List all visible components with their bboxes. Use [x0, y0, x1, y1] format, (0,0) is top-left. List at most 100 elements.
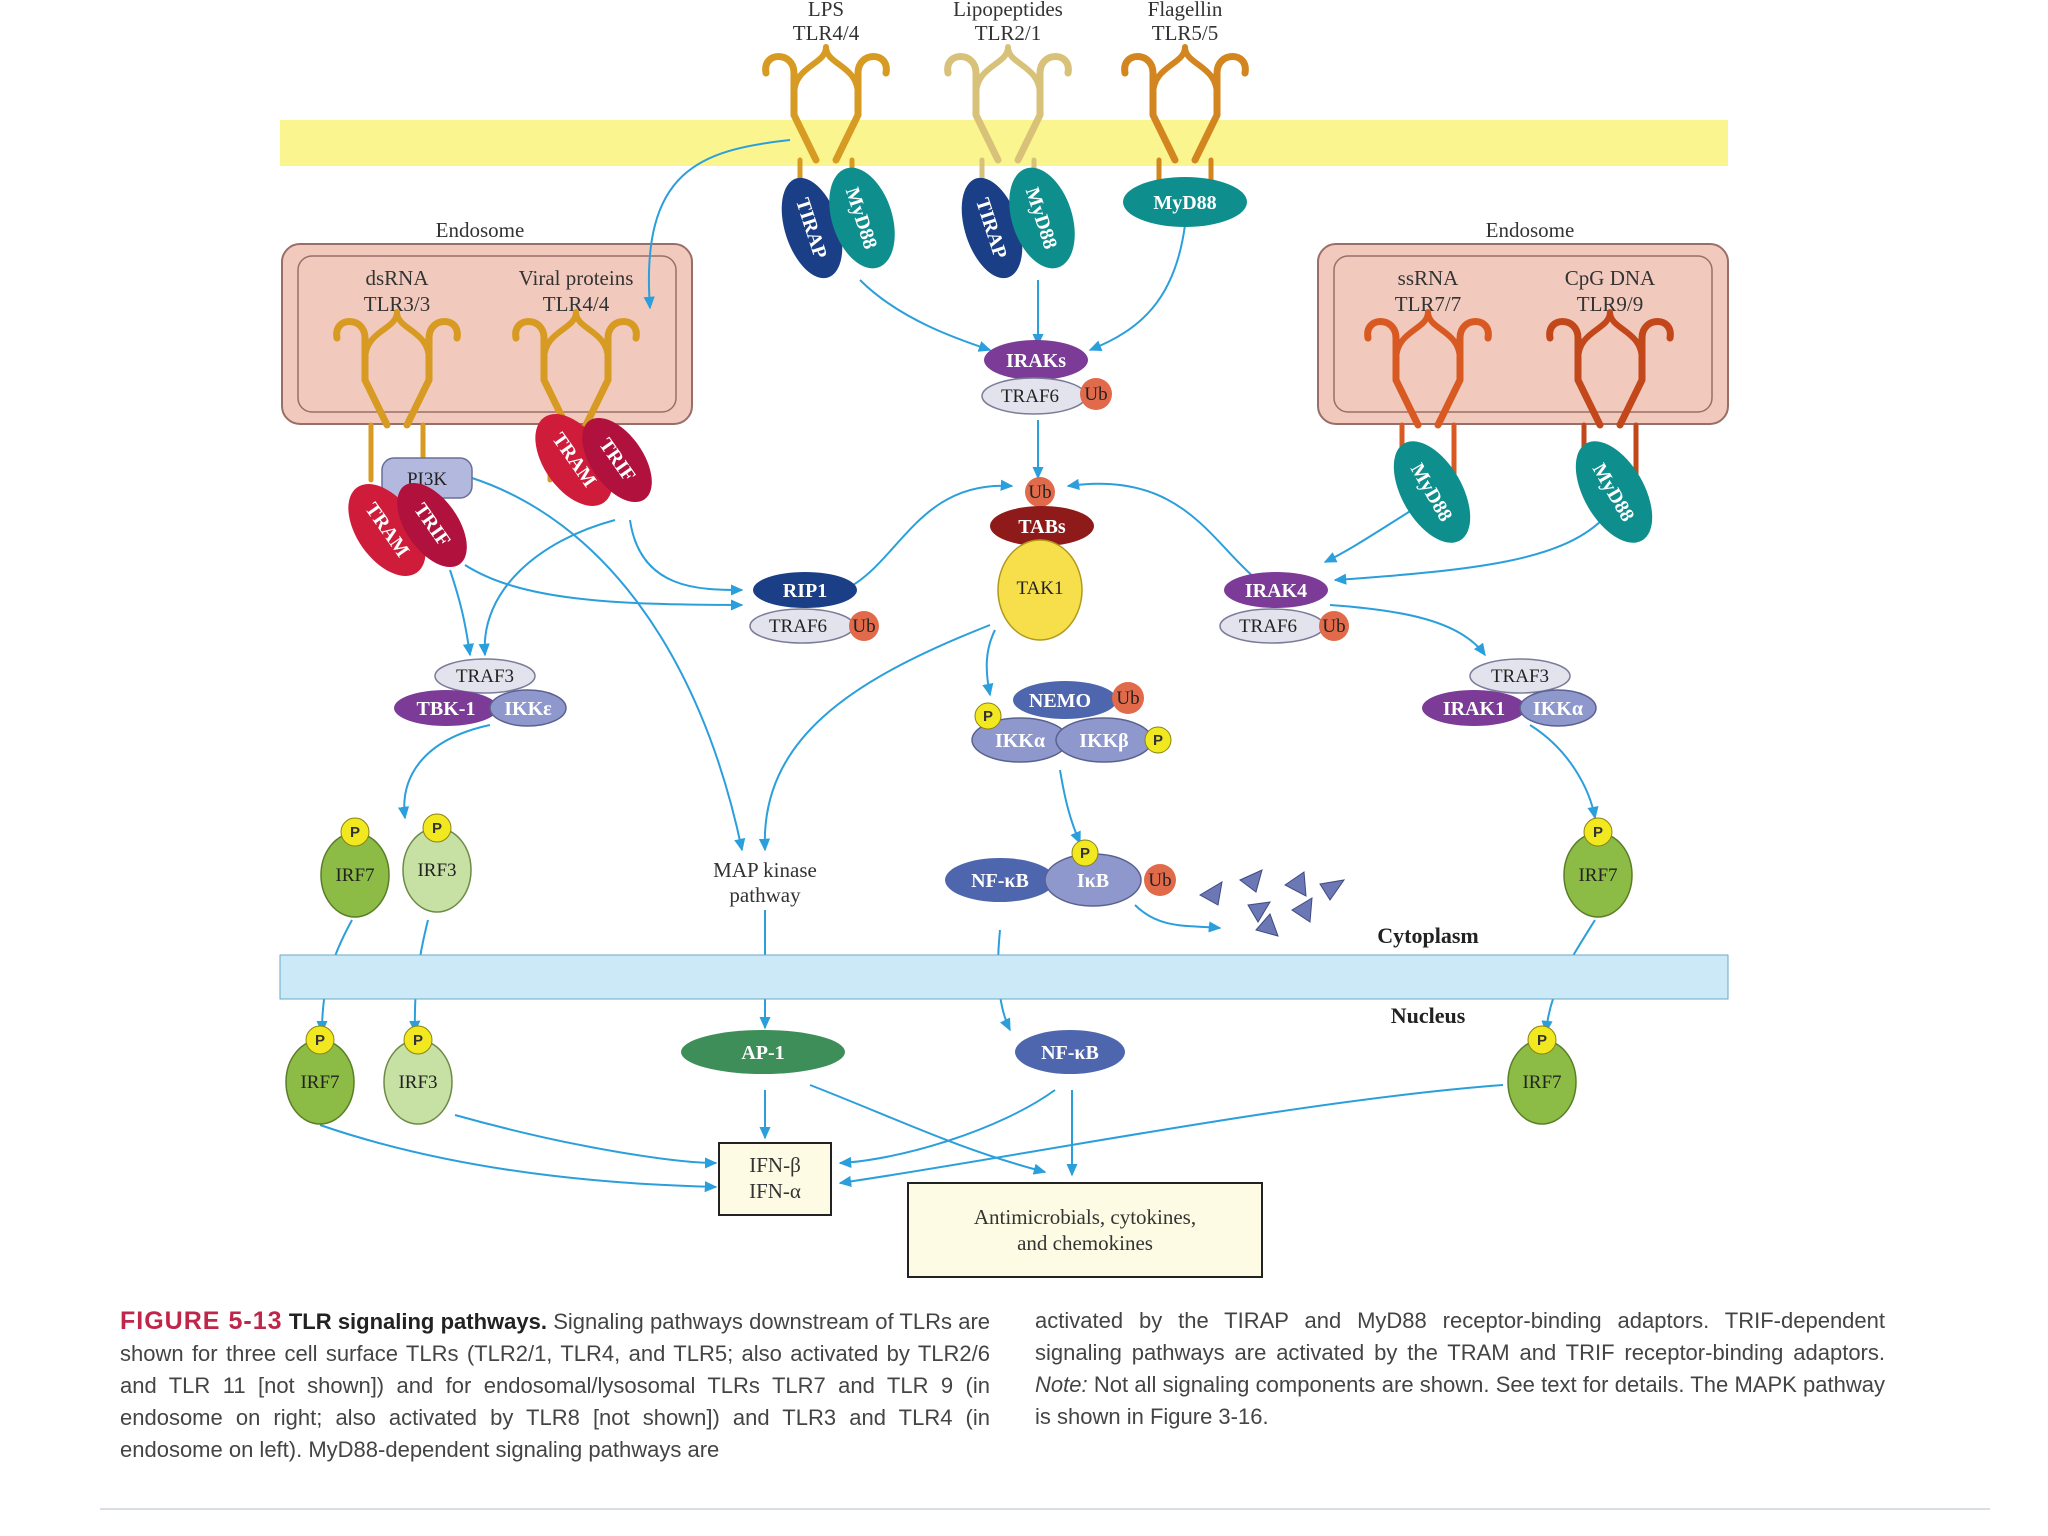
rip1-label: RIP1: [783, 580, 827, 602]
lps-label: LPS: [808, 0, 844, 21]
p-irf7-nuc-label: P: [315, 1032, 325, 1049]
arrow-tlr4-to-iraks: [859, 279, 992, 352]
p-irf7-nuc-right-label: P: [1537, 1032, 1547, 1049]
caption-left: FIGURE 5-13 TLR signaling pathways. Sign…: [120, 1305, 990, 1466]
tbk1: [394, 690, 498, 726]
ikke-label: IKKε: [504, 698, 552, 720]
arrow-tlr9-to-irak4: [1333, 519, 1603, 585]
irak1-label: IRAK1: [1443, 698, 1505, 720]
arrow-rip1-to-tak1: [847, 479, 1014, 589]
iraks: [984, 340, 1088, 380]
nemo-label: NEMO: [1029, 690, 1091, 712]
p-ikkb-label: P: [1153, 732, 1163, 749]
nucleus-label: Nucleus: [1391, 1003, 1466, 1028]
nfkb-cyto: [945, 858, 1055, 902]
ub-rip-label: Ub: [852, 616, 875, 637]
arrow-lps-to-endosome: [643, 139, 791, 310]
map-kinase-label: MAP kinase: [713, 858, 817, 882]
nfkb-cyto-label: NF-κB: [971, 870, 1029, 892]
ikka-right-label: IKKα: [1533, 698, 1583, 720]
nfkb-nuc: [1015, 1030, 1125, 1074]
myd88-tlr9: [1575, 441, 1653, 543]
tak1-label: TAK1: [1016, 578, 1063, 599]
arrow-tram-to-rip1: [464, 564, 744, 611]
caption-right-text-2: Not all signaling components are shown. …: [1035, 1372, 1885, 1429]
plasma-membrane: [280, 120, 1728, 166]
ub-top: [1080, 378, 1112, 410]
endosome-right-title: Endosome: [1486, 218, 1575, 242]
traf3-right-label: TRAF3: [1491, 666, 1549, 687]
irf7-cyto-label: IRF7: [335, 865, 374, 886]
tak1: [997, 539, 1083, 641]
ifn-beta-label: IFN-β: [749, 1153, 801, 1177]
ub-tak1: [1025, 477, 1055, 507]
ub-irak4-label: Ub: [1322, 616, 1345, 637]
arrow-ap1-to-antimicrobials: [809, 1084, 1047, 1175]
ub-irak4: [1319, 611, 1349, 641]
lipopeptides-label: Lipopeptides: [953, 0, 1063, 21]
degraded-ikb-fragments: [1198, 869, 1346, 937]
arrow-tak1-to-map: [758, 624, 991, 852]
iraks-label: IRAKs: [1006, 350, 1066, 372]
p-irf3-cyto-label: P: [432, 820, 442, 837]
arrow-trif-to-rip1: [629, 519, 744, 596]
nemo: [1013, 681, 1117, 719]
caption-right: activated by the TIRAP and MyD88 recepto…: [1035, 1305, 1885, 1433]
ub-top-label: Ub: [1084, 384, 1107, 405]
rip1: [753, 572, 857, 608]
ub-rip: [849, 611, 879, 641]
arrow-tbk1-to-irf: [397, 724, 491, 820]
myd88-tlr7: [1393, 441, 1471, 543]
tlr44-label: TLR4/4: [793, 21, 860, 45]
endosome-right: Endosome ssRNA TLR7/7 CpG DNA TLR9/9: [1317, 218, 1729, 425]
arrow-nfkb-degradation: [1134, 904, 1222, 933]
caption-right-text-1: activated by the TIRAP and MyD88 recepto…: [1035, 1308, 1885, 1365]
trif-right: [582, 417, 652, 503]
ikkb-label: IKKβ: [1079, 730, 1128, 752]
tbk1-label: TBK-1: [417, 698, 476, 720]
irf7-cyto-right-label: IRF7: [1578, 865, 1617, 886]
arrow-pi3k-to-map: [471, 477, 746, 852]
irf7-nuc-right-label: IRF7: [1522, 1072, 1561, 1093]
p-irf3-nuc-label: P: [413, 1032, 423, 1049]
p-ikb-label: P: [1080, 845, 1090, 862]
caption-note: Note:: [1035, 1372, 1088, 1397]
arrow-trif-to-traf3: [478, 519, 616, 657]
ikka-right: [1519, 689, 1597, 727]
tlr21-label: TLR2/1: [975, 21, 1042, 45]
myd88-tlr5-label: MyD88: [1153, 192, 1216, 214]
arrow-irf3-to-ifn: [454, 1114, 718, 1169]
irf3-cyto-label: IRF3: [417, 860, 456, 881]
myd88-tlr2: [1009, 167, 1075, 269]
p-ikka-label: P: [983, 708, 993, 725]
bottom-rule: [100, 1508, 1990, 1510]
viral-proteins-label: Viral proteins: [519, 266, 634, 290]
p-irf3-cyto: [422, 813, 452, 843]
p-ikb: [1071, 839, 1099, 867]
cpg-dna-label: CpG DNA: [1565, 266, 1656, 290]
tirap-tlr4: [781, 177, 843, 279]
flagellin-label: Flagellin: [1148, 0, 1223, 21]
ikka-label: IKKα: [995, 730, 1045, 752]
traf6-irak4-label: TRAF6: [1239, 616, 1297, 637]
ifn-alpha-label: IFN-α: [749, 1179, 801, 1203]
endosome-left-title: Endosome: [436, 218, 525, 242]
traf6-top-label: TRAF6: [1001, 386, 1059, 407]
antimicrobials-box: [907, 1182, 1263, 1278]
endosome-left: Endosome dsRNA TLR3/3 Viral proteins TLR…: [281, 218, 693, 425]
nfkb-nuc-label: NF-κB: [1041, 1042, 1099, 1064]
ub-nemo-label: Ub: [1116, 688, 1139, 709]
arrow-irak1-to-irf7: [1529, 724, 1599, 820]
p-irf7-nuc-right: [1527, 1025, 1557, 1055]
arrow-tram-to-traf3: [449, 569, 474, 657]
arrow-tlr5-to-iraks: [1088, 224, 1186, 352]
ap1: [681, 1030, 845, 1074]
ub-tak1-label: Ub: [1028, 482, 1051, 503]
ub-ikb-label: Ub: [1148, 870, 1171, 891]
arrow-tak1-to-nemo: [982, 629, 996, 697]
traf3-left: [434, 658, 536, 694]
arrow-tlr7-to-irak4: [1323, 509, 1413, 563]
dsrna-label: dsRNA: [365, 266, 429, 290]
antimicrobials-line2: and chemokines: [1017, 1231, 1153, 1255]
irf3-nuc-label: IRF3: [398, 1072, 437, 1093]
